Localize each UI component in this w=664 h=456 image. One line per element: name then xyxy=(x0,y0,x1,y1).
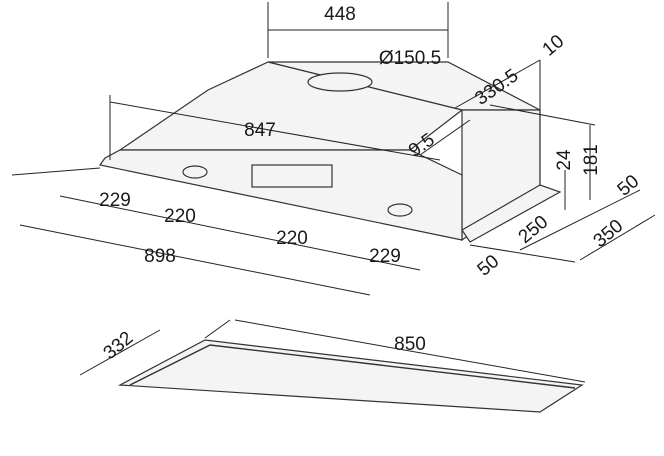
dim-spacing-right: 229 xyxy=(369,246,401,267)
dim-depth-inner: 250 xyxy=(515,212,553,248)
dim-side-flange: 50 xyxy=(614,171,644,201)
dim-total-height: 181 xyxy=(581,144,602,176)
cutout-panel xyxy=(117,339,584,413)
dim-depth-total: 350 xyxy=(590,216,628,252)
duct-outlet xyxy=(307,72,373,92)
dim-rear-offset: 10 xyxy=(539,31,569,61)
lamp-right xyxy=(387,203,413,217)
dimension-lines xyxy=(11,2,656,296)
lamp-left xyxy=(182,165,208,179)
dim-cutout-width: 850 xyxy=(394,334,426,355)
dim-cutout-depth: 332 xyxy=(100,328,138,364)
hood-flange xyxy=(461,184,562,243)
dim-flange-height: 24 xyxy=(554,149,575,171)
dim-width-top: 448 xyxy=(324,4,356,25)
hood-front-slope xyxy=(118,61,464,151)
dim-front-flange: 50 xyxy=(474,251,504,281)
cutout-drawing xyxy=(79,319,586,413)
dim-spacing-left: 229 xyxy=(99,190,131,211)
dim-spacing-mid-left: 220 xyxy=(164,206,196,227)
dim-total-width: 898 xyxy=(144,246,176,267)
hood-drawing xyxy=(98,61,562,243)
dim-duct-diameter: Ø150.5 xyxy=(379,48,441,69)
hood-bottom xyxy=(98,149,463,241)
dim-inner-width: 847 xyxy=(244,120,276,141)
control-panel xyxy=(251,164,333,188)
dim-spacing-mid-right: 220 xyxy=(276,228,308,249)
